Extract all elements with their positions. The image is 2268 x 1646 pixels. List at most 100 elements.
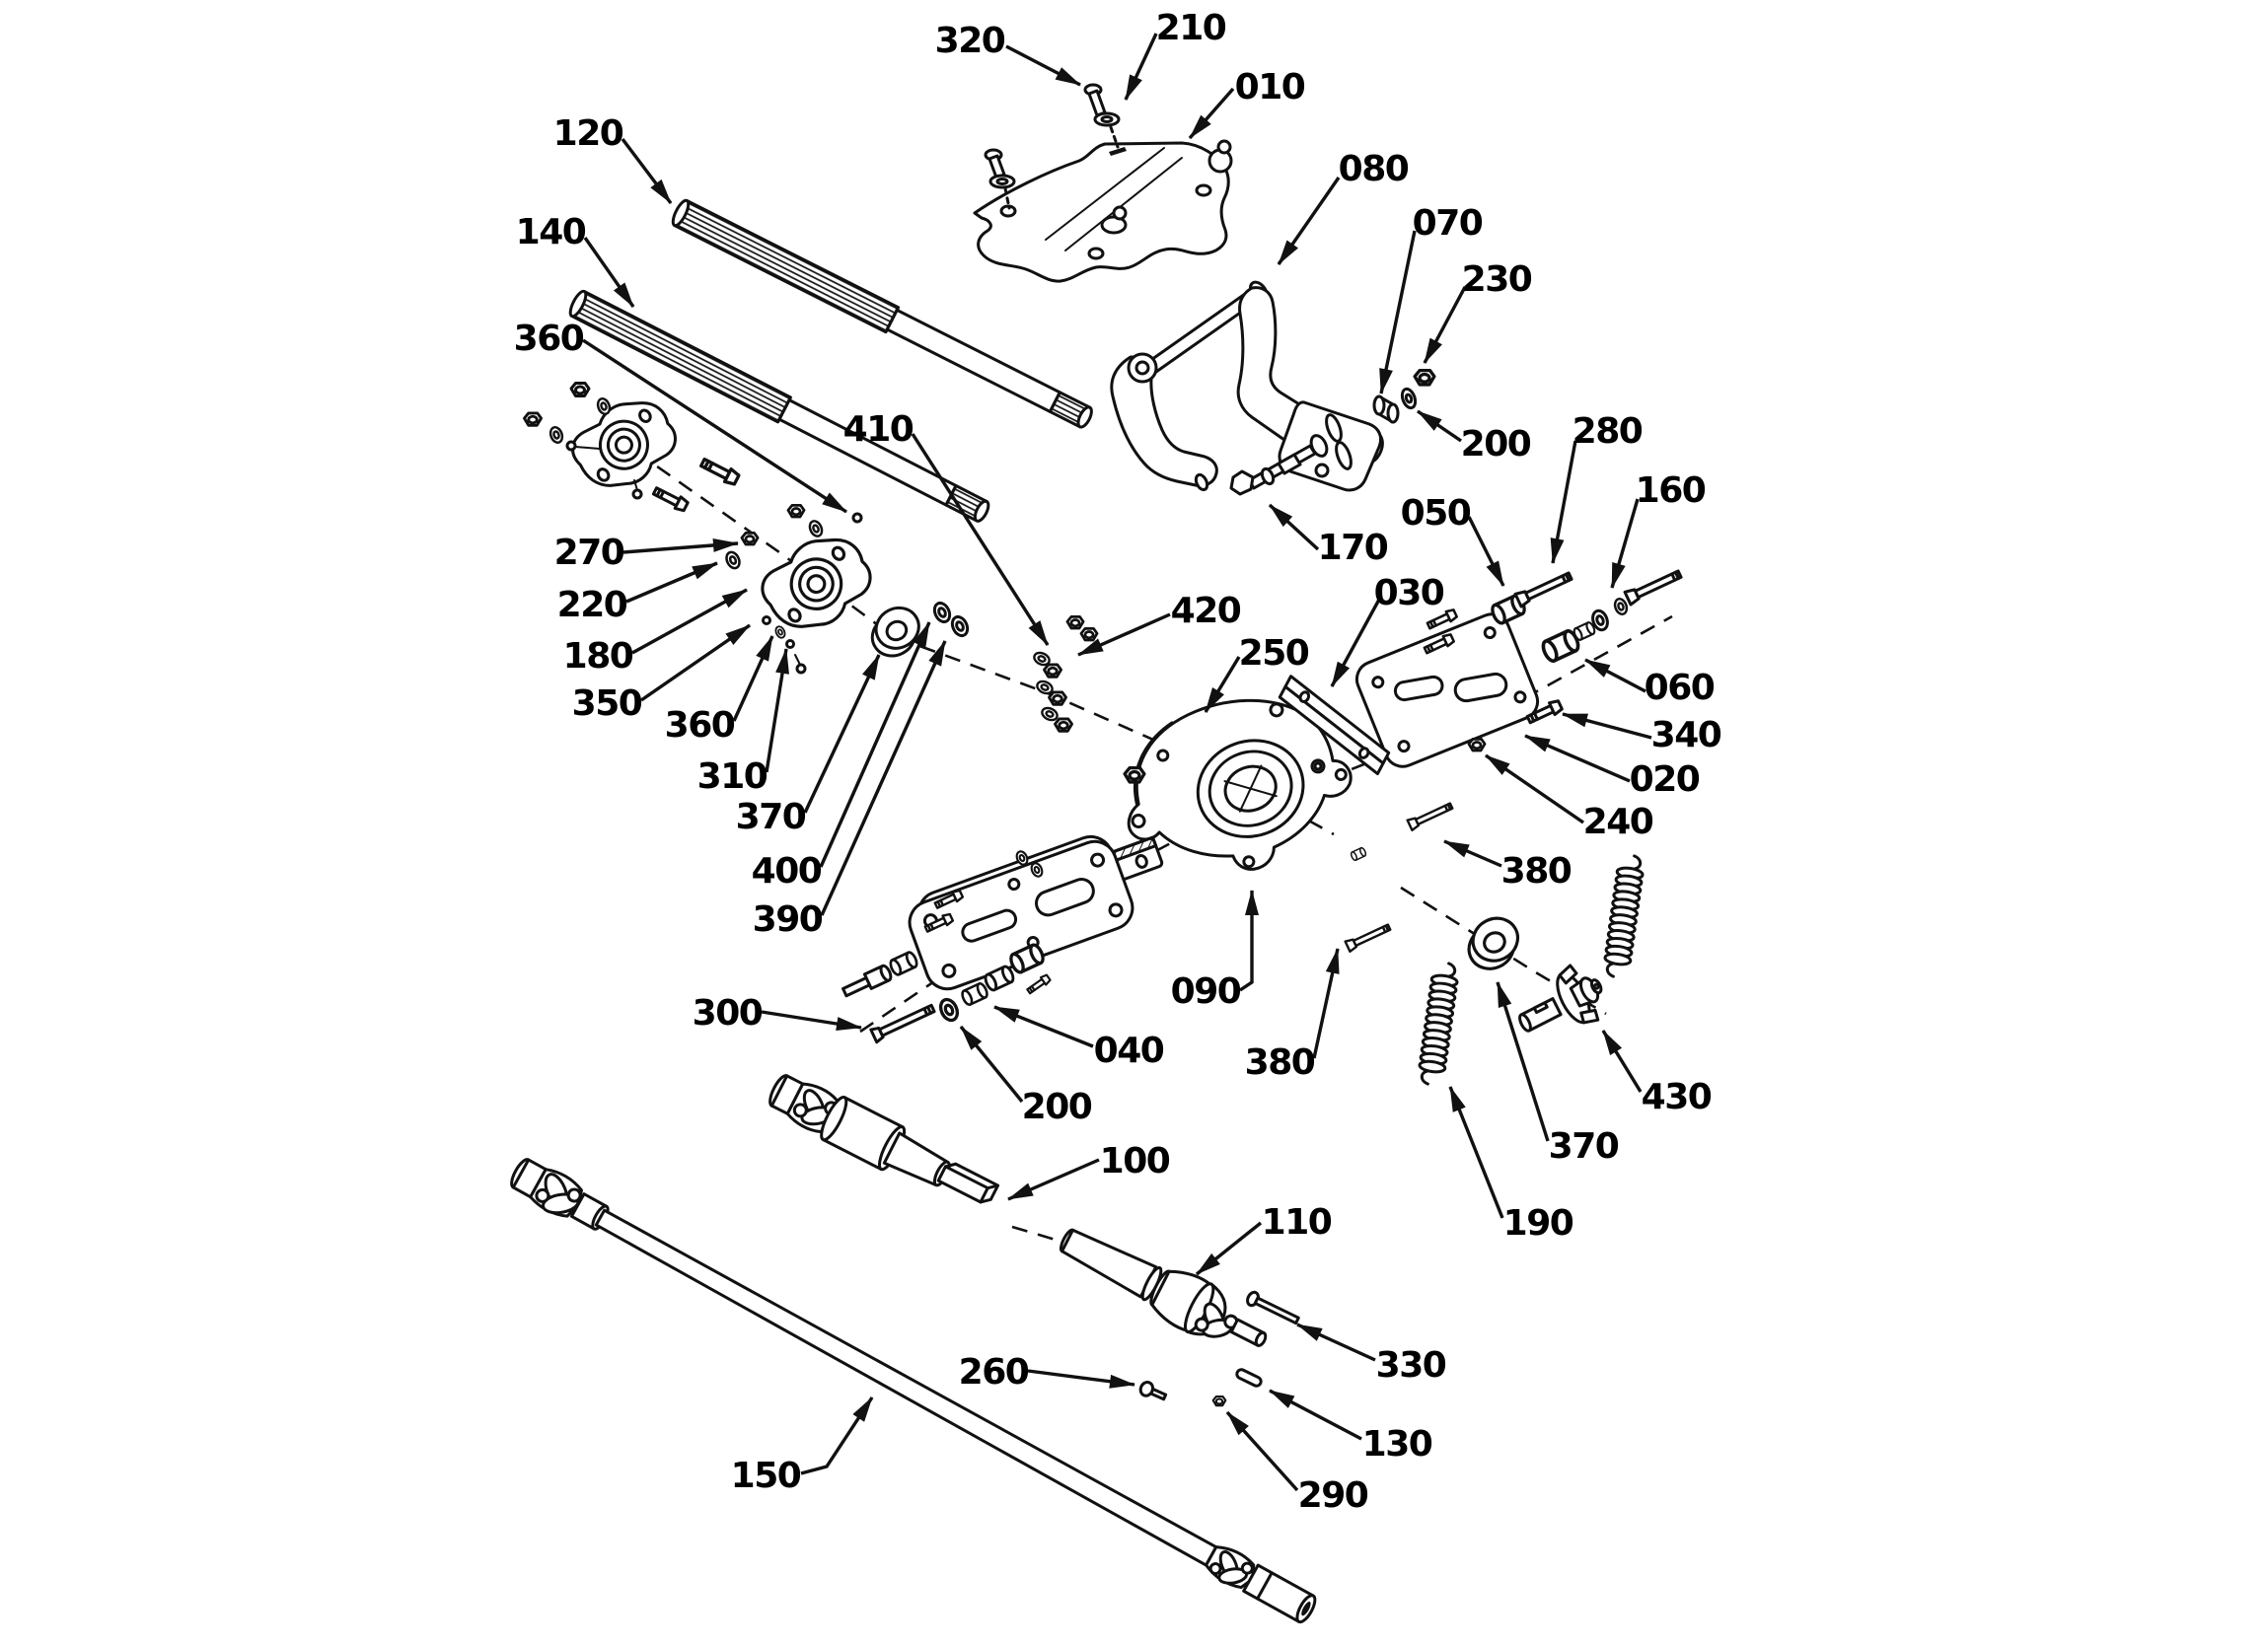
bearing-flange-360 [561,385,689,505]
hex-nut [569,382,591,397]
socket-bolt-shape [841,976,872,998]
nut-290 [1211,1396,1227,1407]
bolt-330 [1246,1290,1300,1325]
washer-360 [772,623,788,641]
assembly-axes-shape [1011,1225,1066,1245]
part-number-label: 050 [1401,493,1471,534]
gearbox-housing-090-shape [1269,702,1284,718]
pto-shaft-rear-110-shape [1061,1228,1158,1299]
leader-line [1496,981,1550,1142]
callout-040-28: 040 [993,1005,1165,1071]
callout-220-19: 220 [557,561,718,625]
bolt-380-lower [1344,920,1393,953]
leader-line [1204,656,1241,713]
callout-300-27: 300 [693,993,862,1034]
part-number-label: 360 [665,705,735,746]
leader-line [1417,409,1462,443]
part-number-label: 100 [1100,1141,1170,1181]
left-bracket-plate-shape [1090,852,1106,868]
flange-hardware-left-shape [633,479,638,491]
washer-200-upper [1400,387,1418,410]
part-number-label: 040 [1094,1031,1164,1071]
callout-260-38: 260 [959,1352,1135,1393]
callout-370-24: 370 [736,654,881,837]
part-number-label: 080 [1339,149,1409,189]
leader-line [622,537,739,554]
part-number-label: 150 [731,1456,801,1496]
callout-230-5: 230 [1423,259,1533,364]
callout-430-33: 430 [1601,1030,1713,1117]
shaft-coupler-430-shape [1558,964,1578,985]
callout-120-15: 120 [553,113,673,205]
gearbox-housing-090-shape [1131,813,1146,828]
support-bracket-080-shape [1229,469,1255,496]
flange-hardware-left-shape [574,446,601,450]
leader-line [1124,33,1158,101]
gearbox-housing-090-shape [1334,767,1348,781]
callout-410-12: 410 [843,409,1050,646]
angle-bar-030-shape [1278,684,1385,776]
callout-060-43: 060 [1584,658,1716,708]
right-bracket-plate-020-shape [1371,676,1385,689]
leader-line [582,338,847,514]
top-mount-plate-010-shape [1216,139,1232,155]
leader-line [1584,658,1646,693]
left-bracket-plate-shape [961,908,1018,943]
part-number-label: 290 [1298,1475,1368,1516]
hex-bolt [1623,566,1685,607]
lower-driveshaft-150-shape [566,1187,582,1203]
screw-320 [1083,83,1121,149]
spline-shaft-120-shape [673,199,901,334]
washer-400 [929,599,955,626]
spline-shaft-140-shape [776,396,792,423]
part-number-label: 130 [1362,1424,1432,1465]
bearing-370-right [1457,908,1530,978]
flange-hardware-left [523,382,973,675]
key-130-shape [1235,1368,1263,1388]
callout-310-23: 310 [697,648,789,797]
right-bracket-plate-020 [1354,612,1540,768]
pto-shaft-rear-110-shape [1254,1330,1268,1347]
callout-340-44: 340 [1562,712,1722,755]
hex-nut [523,411,543,427]
spline-shaft-120-shape [884,307,900,333]
hex-nut-gearbox [1123,766,1146,784]
part-number-label: 190 [1503,1203,1573,1244]
leader-line [1423,286,1467,364]
angle-bar-030-shape [1357,747,1370,759]
callout-290-41: 290 [1225,1410,1369,1516]
bolt-300-shape [922,1007,929,1017]
socket-bolt [841,964,893,998]
gearbox-housing-090-shape [1313,761,1323,771]
support-bracket-080 [1110,280,1436,496]
part-number-label: 350 [572,683,642,724]
leader-line [1330,597,1382,687]
support-bracket-080-shape [1134,360,1150,376]
right-bracket-plate-020-shape [1354,612,1540,768]
hex-nut [1065,614,1085,630]
support-bracket-080-shape [1277,453,1302,475]
pto-shaft-front-100-shape [943,1162,1000,1204]
bushing-070 [1372,394,1400,424]
part-number-label: 370 [1549,1126,1619,1167]
part-number-label: 270 [554,533,624,573]
leader-line [1296,1323,1376,1362]
pto-shaft-rear-110-shape [1194,1317,1209,1332]
bolt-300-shape [925,1005,932,1015]
bushing-070-shape [1386,402,1400,424]
lower-driveshaft-150 [510,1158,1317,1624]
leader-line [1610,498,1640,589]
right-bracket-plate-020-shape [1483,626,1497,640]
spline-shaft-140 [568,289,990,523]
callout-360-22: 360 [665,635,774,746]
callout-200-6: 200 [1417,409,1532,465]
spring-190 [1415,960,1462,1088]
callout-180-20: 180 [563,588,748,677]
callout-380-32: 380 [1443,839,1573,892]
bolt-380-right [1406,799,1455,831]
callout-100-36: 100 [1007,1141,1171,1201]
spring [1600,852,1647,980]
washer [594,395,614,417]
washer-200-lower [935,995,963,1025]
left-bracket-hardware [841,848,1053,1044]
